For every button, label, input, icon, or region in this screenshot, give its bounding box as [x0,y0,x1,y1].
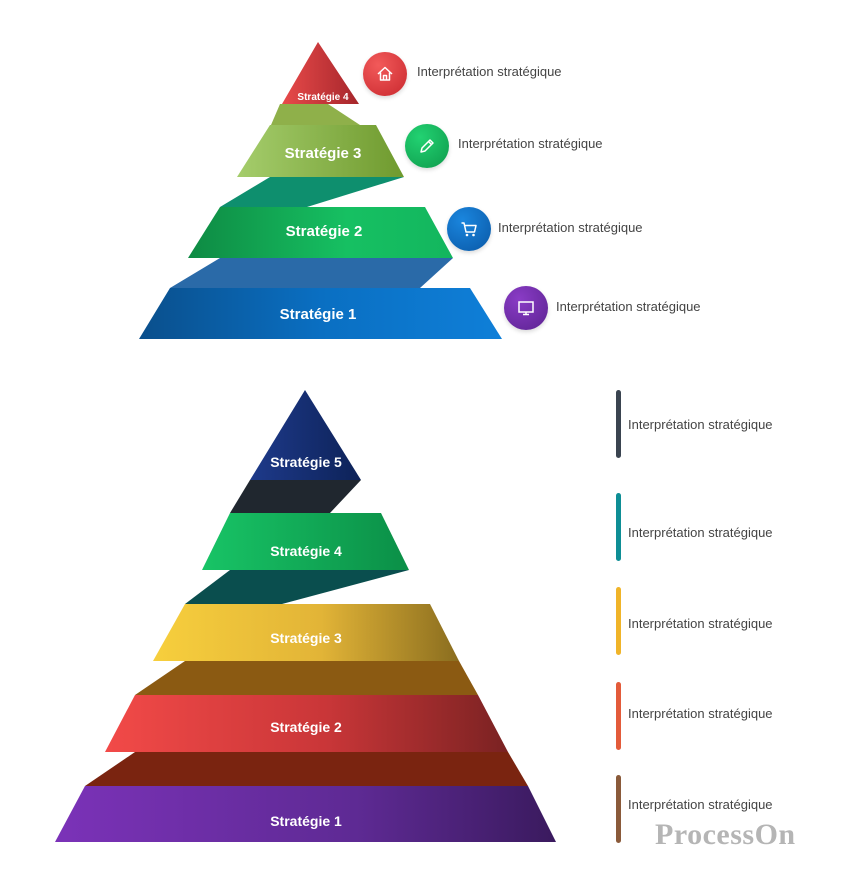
top-connector-2-1 [170,258,453,288]
bottom-connector-3-2 [135,661,478,695]
bottom-bar-5 [616,390,621,458]
bottom-note-5: Interprétation stratégique [628,417,773,432]
top-note-2: Interprétation stratégique [498,220,643,235]
top-level-2-label: Stratégie 2 [286,223,363,240]
top-connector-4-3 [271,104,360,125]
bottom-level-3-label: Stratégie 3 [270,630,342,646]
home-icon [363,52,407,96]
bottom-level-1-label: Stratégie 1 [270,813,342,829]
top-pyramid: Stratégie 4 Stratégie 3 Stratégie 2 Stra… [139,42,502,339]
bottom-level-5 [250,390,361,480]
bottom-note-2: Interprétation stratégique [628,706,773,721]
bottom-level-5-label: Stratégie 5 [270,454,342,470]
top-note-1: Interprétation stratégique [556,299,701,314]
top-note-3: Interprétation stratégique [458,136,603,151]
bottom-level-4 [202,513,409,570]
pencil-icon [405,124,449,168]
bottom-bar-2 [616,682,621,750]
top-note-4: Interprétation stratégique [417,64,562,79]
bottom-bar-3 [616,587,621,655]
processon-watermark: ProcessOn [655,818,796,851]
top-level-2 [188,207,453,258]
bottom-level-2-label: Stratégie 2 [270,719,342,735]
monitor-icon [504,286,548,330]
bottom-connector-2-1 [85,752,528,786]
bottom-note-1: Interprétation stratégique [628,797,773,812]
bottom-level-4-label: Stratégie 4 [270,543,342,559]
bottom-connector-4-3 [185,570,409,604]
top-level-4-label: Stratégie 4 [297,92,349,103]
top-connector-3-2 [220,177,404,207]
bottom-bar-1 [616,775,621,843]
cart-icon [447,207,491,251]
bottom-pyramid: Stratégie 5 Stratégie 4 Stratégie 3 Stra… [55,390,556,842]
bottom-connector-5-4 [230,480,361,513]
top-level-3-label: Stratégie 3 [285,145,362,162]
bottom-level-3 [153,604,459,661]
bottom-note-4: Interprétation stratégique [628,525,773,540]
bottom-bar-4 [616,493,621,561]
top-level-1-label: Stratégie 1 [280,306,357,323]
bottom-level-1 [55,786,556,842]
top-level-4 [282,42,359,104]
bottom-note-3: Interprétation stratégique [628,616,773,631]
bottom-level-2 [105,695,508,752]
top-level-3 [237,125,404,177]
top-level-1 [139,288,502,339]
